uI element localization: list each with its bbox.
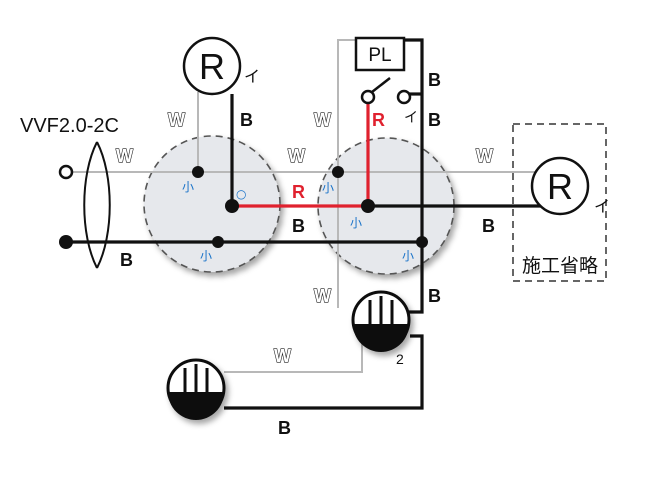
- cable-label: VVF2.0-2C: [20, 115, 119, 137]
- label-w-cable: W: [116, 146, 133, 166]
- outlet-lower-icon: [166, 358, 226, 420]
- dot-left-black: [212, 236, 224, 248]
- label-w-outlet-link: W: [274, 346, 291, 366]
- label-w-lamp-left: W: [168, 110, 185, 130]
- pilot-lamp: [354, 36, 406, 72]
- black-wire-outlet-link: [224, 334, 424, 410]
- white-wire-outlet-link: [224, 326, 363, 373]
- label-b-switch: B: [428, 110, 441, 130]
- lamp-right: [530, 156, 590, 216]
- switch-i-mark: イ: [404, 109, 418, 125]
- label-b-outlet: B: [428, 286, 441, 306]
- label-b-outlet-link: B: [278, 418, 291, 438]
- pilot-lamp-label: PL: [368, 45, 391, 66]
- sleeve-small-right-2: 小: [350, 216, 362, 230]
- lamp-left-label: R: [199, 46, 225, 87]
- sleeve-small-right-1: 小: [322, 181, 334, 195]
- label-b-cable: B: [120, 250, 133, 270]
- lamp-right-label: R: [547, 166, 573, 207]
- cable-bracket-left: [83, 141, 98, 269]
- sleeve-small-left-2: 小: [200, 249, 212, 263]
- label-w-outlet: W: [314, 286, 331, 306]
- label-w-between-boxes: W: [288, 146, 305, 166]
- black-wires: [66, 38, 545, 410]
- outlet-number: 2: [396, 351, 404, 367]
- label-r-between-boxes: R: [292, 182, 305, 202]
- terminal-white: [58, 164, 74, 180]
- connection-dots: [192, 166, 428, 248]
- label-b-lamp-left: B: [240, 110, 253, 130]
- sleeve-small-right-3: 小: [402, 249, 414, 263]
- sleeve-small-left-1: 小: [182, 180, 194, 194]
- sleeve-ring-marker: ○: [236, 187, 246, 201]
- dot-right-black: [416, 236, 428, 248]
- dot-left-red: [225, 199, 239, 213]
- label-b-between-boxes: B: [292, 216, 305, 236]
- junction-box-left: [143, 135, 281, 273]
- label-w-lamp-right: W: [476, 146, 493, 166]
- red-wires: [232, 104, 370, 208]
- outlet-upper-icon: [351, 290, 411, 352]
- label-r-switch: R: [372, 110, 385, 130]
- lamp-left-i-mark: イ: [244, 69, 260, 86]
- dot-right-white: [332, 166, 344, 178]
- switch-icon: [360, 77, 412, 105]
- lamp-left: [182, 36, 242, 96]
- omitted-label: 施工省略: [522, 255, 598, 277]
- dot-left-white: [192, 166, 204, 178]
- omitted-area-box: [512, 123, 607, 282]
- dot-right-red: [361, 199, 375, 213]
- lamp-right-i-mark: イ: [594, 199, 610, 216]
- terminal-black: [59, 235, 73, 249]
- black-wire-right-vertical: [404, 38, 424, 314]
- white-wire-pl: [337, 39, 356, 172]
- cable-bracket-right: [96, 141, 111, 269]
- label-w-pl: W: [314, 110, 331, 130]
- label-b-pl: B: [428, 70, 441, 90]
- label-b-lamp-right: B: [482, 216, 495, 236]
